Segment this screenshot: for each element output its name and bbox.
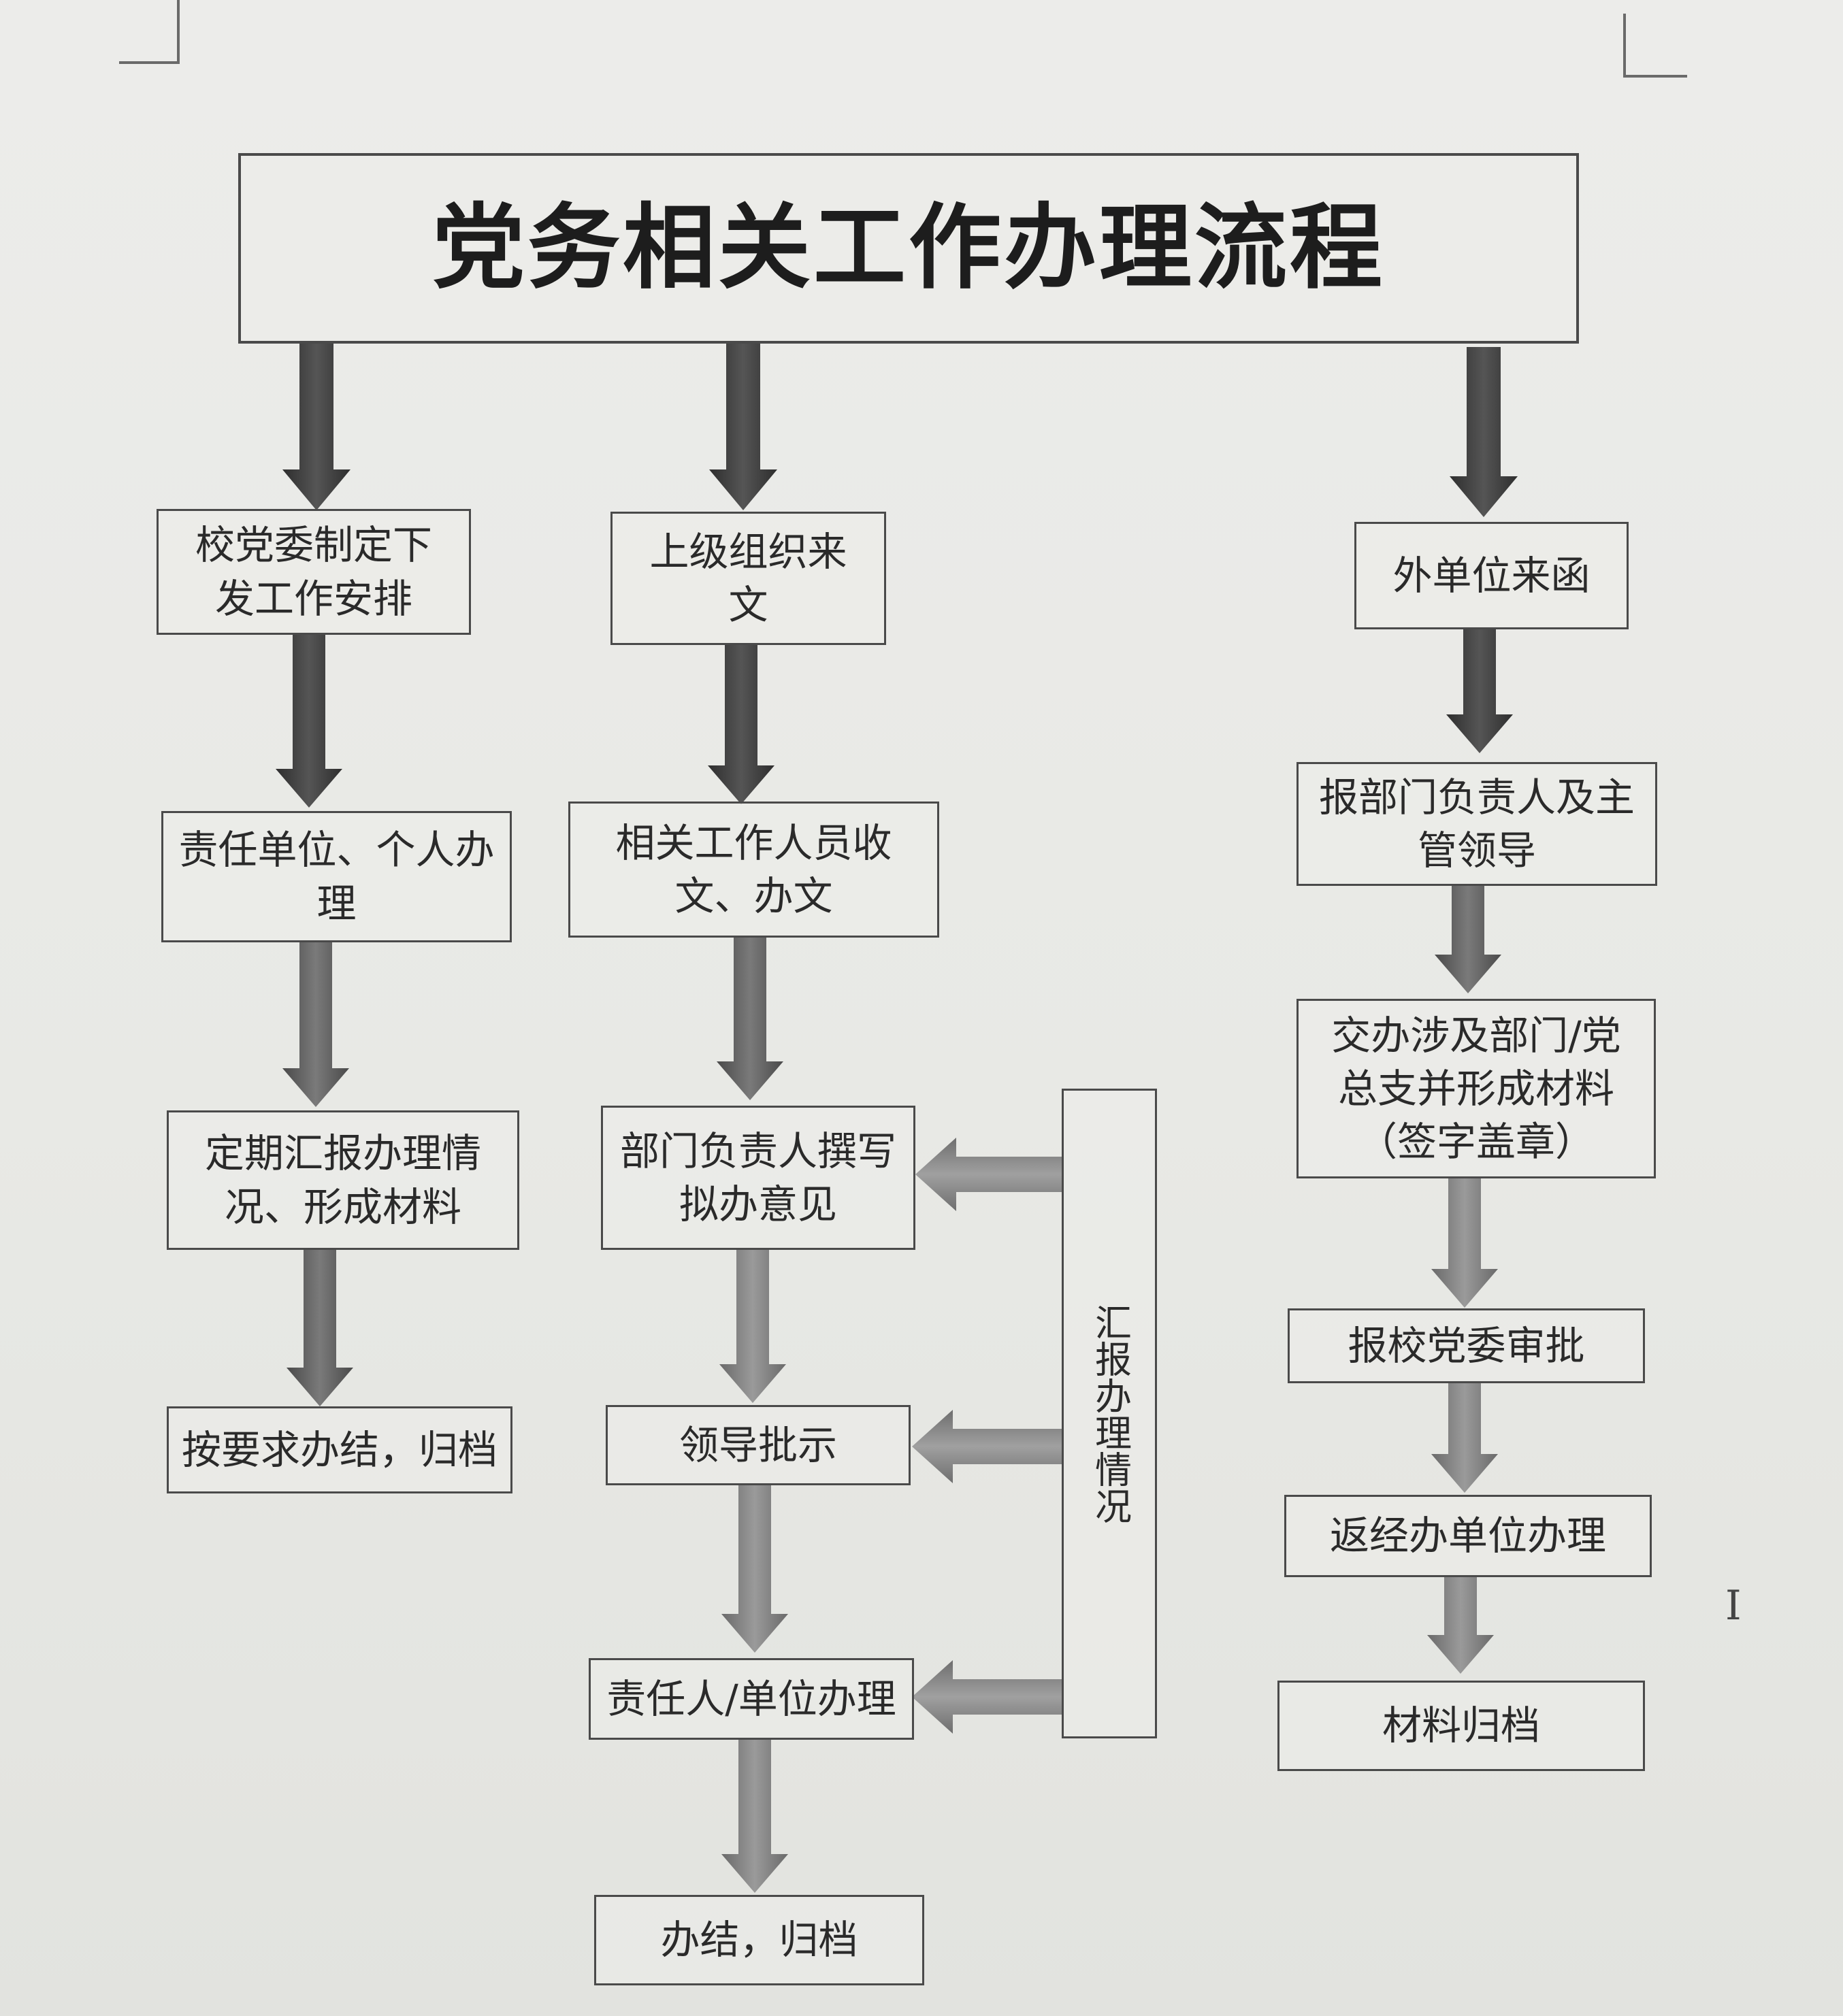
arrow-title-to-left	[282, 344, 350, 510]
right-step-5: 返经办单位办理	[1284, 1495, 1652, 1577]
left-step-2: 责任单位、个人办 理	[161, 811, 512, 942]
arrow-middle-1	[708, 645, 774, 804]
arrow-middle-2	[717, 938, 783, 1100]
arrow-feedback-to-instruction	[912, 1410, 1062, 1483]
page-title: 党务相关工作办理流程	[238, 153, 1579, 344]
arrow-left-3	[287, 1250, 353, 1406]
right-step-4: 报校党委审批	[1288, 1308, 1645, 1383]
arrow-left-2	[282, 942, 349, 1107]
arrow-right-3	[1431, 1178, 1498, 1308]
arrow-title-to-right	[1450, 347, 1518, 517]
arrow-title-to-middle	[709, 344, 777, 510]
page-corner-mark-top-right	[1623, 14, 1687, 78]
right-step-1: 外单位来函	[1354, 522, 1629, 629]
arrow-middle-4	[721, 1485, 788, 1653]
right-step-6: 材料归档	[1277, 1681, 1645, 1771]
middle-step-6: 办结，归档	[594, 1895, 924, 1985]
left-step-1: 校党委制定下 发工作安排	[157, 509, 471, 635]
right-step-3: 交办涉及部门/党 总支并形成材料 （签字盖章）	[1296, 999, 1656, 1178]
page-corner-mark-top-left	[119, 0, 180, 64]
arrow-right-2	[1435, 886, 1501, 993]
feedback-box: 汇报办理情况	[1062, 1089, 1157, 1738]
arrow-left-1	[276, 635, 342, 808]
arrow-right-5	[1427, 1577, 1494, 1674]
middle-step-4: 领导批示	[606, 1405, 911, 1485]
left-step-3: 定期汇报办理情 况、形成材料	[167, 1110, 519, 1250]
middle-step-5: 责任人/单位办理	[589, 1658, 914, 1740]
right-step-2: 报部门负责人及主 管领导	[1296, 762, 1657, 886]
arrow-middle-3	[719, 1250, 786, 1403]
arrow-right-4	[1431, 1383, 1498, 1493]
arrow-right-1	[1446, 629, 1513, 753]
arrow-middle-5	[721, 1740, 788, 1893]
arrow-feedback-to-handling	[912, 1660, 1062, 1734]
left-step-4: 按要求办结，归档	[167, 1406, 512, 1493]
middle-step-3: 部门负责人撰写 拟办意见	[601, 1106, 915, 1250]
text-cursor-icon: I	[1725, 1582, 1742, 1630]
middle-step-2: 相关工作人员收 文、办文	[568, 802, 939, 938]
middle-step-1: 上级组织来 文	[610, 512, 886, 645]
arrow-feedback-to-opinion	[915, 1138, 1062, 1211]
